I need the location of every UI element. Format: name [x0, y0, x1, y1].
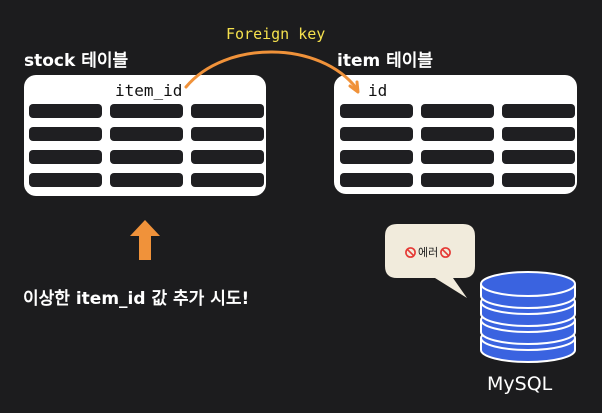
table-cell	[110, 173, 183, 187]
item-table: id	[334, 75, 577, 194]
database-icon	[480, 271, 576, 363]
table-cell	[340, 104, 413, 118]
table-cell	[110, 104, 183, 118]
table-cell	[502, 104, 575, 118]
stock-table: item_id	[24, 75, 266, 196]
error-message: 에러	[405, 244, 452, 260]
table-cell	[502, 127, 575, 141]
item-table-title: item 테이블	[337, 51, 434, 71]
table-cell	[191, 104, 264, 118]
table-cell	[502, 150, 575, 164]
table-cell	[421, 150, 494, 164]
table-cell	[110, 150, 183, 164]
prohibited-icon	[405, 246, 416, 258]
speech-bubble	[385, 224, 475, 298]
prohibited-icon	[440, 246, 452, 258]
item-column-label: id	[368, 81, 388, 100]
error-text: 에러	[418, 246, 439, 259]
table-cell	[421, 173, 494, 187]
stock-column-label: item_id	[115, 81, 183, 100]
table-cell	[191, 150, 264, 164]
table-cell	[340, 173, 413, 187]
stock-table-title: stock 테이블	[24, 51, 129, 71]
database-label: MySQL	[487, 373, 553, 395]
table-cell	[29, 173, 102, 187]
table-cell	[110, 127, 183, 141]
table-cell	[340, 127, 413, 141]
table-cell	[191, 173, 264, 187]
table-cell	[340, 150, 413, 164]
foreign-key-label: Foreign key	[226, 25, 326, 43]
table-cell	[29, 150, 102, 164]
caption-text: 이상한 item_id 값 추가 시도!	[23, 289, 250, 309]
table-cell	[29, 127, 102, 141]
table-cell	[421, 127, 494, 141]
table-cell	[29, 104, 102, 118]
table-cell	[421, 104, 494, 118]
up-arrow-icon	[130, 220, 160, 260]
table-cell	[191, 127, 264, 141]
table-cell	[502, 173, 575, 187]
